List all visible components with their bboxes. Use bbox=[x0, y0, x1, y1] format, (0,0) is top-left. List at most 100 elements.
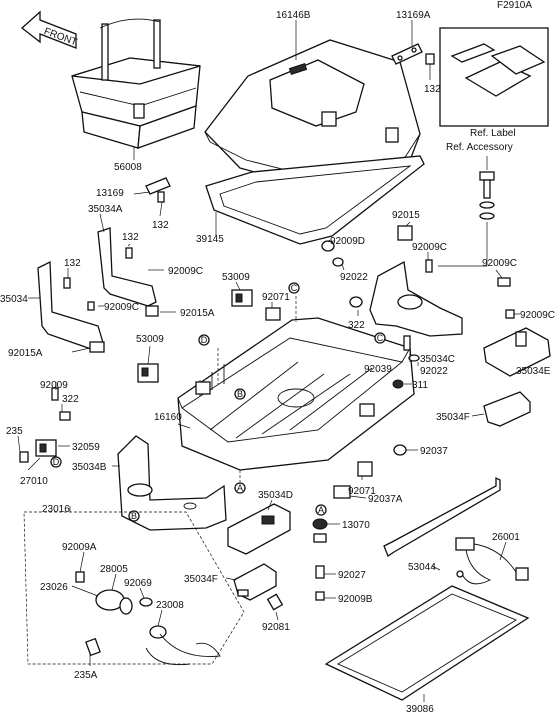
accessory-bolt bbox=[438, 156, 495, 267]
label-35034A: 35034A bbox=[88, 204, 123, 215]
callout-C-bracket: C bbox=[374, 332, 386, 344]
clip-92081 bbox=[266, 593, 284, 611]
label-322-b: 322 bbox=[62, 394, 79, 405]
grommet-92071-lower bbox=[357, 461, 373, 477]
label-23016: 23016 bbox=[42, 504, 70, 515]
label-35034F-b: 35034F bbox=[184, 574, 218, 585]
label-53009-b: 53009 bbox=[136, 334, 164, 345]
label-13070: 13070 bbox=[342, 520, 370, 531]
label-92071-b: 92071 bbox=[348, 486, 376, 497]
label-311: 311 bbox=[412, 380, 428, 391]
collar-92037 bbox=[393, 444, 407, 456]
bracket-35034C bbox=[369, 225, 515, 351]
label-23008: 23008 bbox=[156, 600, 184, 611]
label-92009C-e: 92009C bbox=[520, 310, 555, 321]
washer-92022-b bbox=[408, 354, 420, 362]
label-53044: 53044 bbox=[408, 562, 436, 573]
label-13169A: 13169A bbox=[396, 10, 431, 21]
svg-text:C: C bbox=[377, 333, 384, 343]
svg-text:D: D bbox=[53, 457, 60, 467]
label-92015A-a: 92015A bbox=[180, 308, 215, 319]
lamp-assembly-23016 bbox=[75, 571, 221, 666]
latch-53009-upper bbox=[231, 289, 253, 307]
label-92039: 92039 bbox=[364, 364, 392, 375]
svg-text:B: B bbox=[237, 389, 243, 399]
label-92069: 92069 bbox=[124, 578, 152, 589]
bracket-35034 bbox=[37, 260, 159, 353]
hinge-13169 bbox=[145, 177, 171, 203]
rail-53044 bbox=[383, 476, 501, 557]
label-16160: 16160 bbox=[154, 412, 182, 423]
nut-311 bbox=[392, 379, 404, 389]
label-132-b: 132 bbox=[152, 220, 169, 231]
callout-D-left: D bbox=[50, 456, 62, 468]
callout-D-case: D bbox=[198, 334, 210, 346]
label-132-a: 132 bbox=[424, 84, 441, 95]
label-92009C-a: 92009C bbox=[168, 266, 203, 277]
gasket-39145 bbox=[205, 155, 425, 245]
label-322-a: 322 bbox=[348, 320, 365, 331]
label-92015: 92015 bbox=[392, 210, 420, 221]
wire-harness-26001 bbox=[455, 537, 529, 585]
label-53009-a: 53009 bbox=[222, 272, 250, 283]
label-92037: 92037 bbox=[420, 446, 448, 457]
svg-text:C: C bbox=[291, 283, 298, 293]
front-arrow: FRONT bbox=[20, 10, 78, 49]
callout-C-case: C bbox=[288, 282, 300, 294]
label-132-c: 132 bbox=[122, 232, 139, 243]
label-92022-b: 92022 bbox=[420, 366, 448, 377]
label-132-d: 132 bbox=[64, 258, 81, 269]
label-16146B: 16146B bbox=[276, 10, 311, 21]
label-35034D: 35034D bbox=[258, 490, 293, 501]
washer-92022 bbox=[332, 257, 344, 267]
top-case-lid-16146B bbox=[204, 39, 421, 191]
figure-code: F2910A bbox=[497, 0, 532, 11]
nut-322 bbox=[349, 296, 363, 308]
label-235A: 235A bbox=[74, 670, 98, 681]
ref-label-text: Ref. Label bbox=[470, 128, 516, 139]
label-92037A: 92037A bbox=[368, 494, 403, 505]
label-92022-a: 92022 bbox=[340, 272, 368, 283]
bolt-13070 bbox=[312, 518, 328, 601]
hinge-13169A bbox=[391, 43, 435, 65]
label-92009C-c: 92009C bbox=[412, 242, 447, 253]
label-92009C-b: 92009C bbox=[104, 302, 139, 313]
bracket-35034B bbox=[117, 435, 227, 531]
ref-accessory-text: Ref. Accessory bbox=[446, 142, 513, 153]
latch-32059 bbox=[19, 387, 71, 463]
collar-92037A bbox=[333, 485, 351, 499]
label-35034F-a: 35034F bbox=[436, 412, 470, 423]
label-92081: 92081 bbox=[262, 622, 290, 633]
callout-B-bracket: B bbox=[128, 510, 140, 522]
label-92009B: 92009B bbox=[338, 594, 373, 605]
bracket-35034A bbox=[97, 227, 157, 307]
leader-lines bbox=[17, 20, 520, 702]
label-35034E: 35034E bbox=[516, 366, 551, 377]
callout-A-upper: A bbox=[234, 482, 246, 494]
label-27010: 27010 bbox=[20, 476, 48, 487]
bracket-35034F-right bbox=[483, 391, 531, 427]
label-26001: 26001 bbox=[492, 532, 520, 543]
svg-text:A: A bbox=[237, 483, 243, 493]
bracket-35034F-lower bbox=[233, 563, 277, 601]
svg-text:A: A bbox=[318, 505, 324, 515]
part-labels: 56008 16146B 13169A 132 13169 132 39145 … bbox=[0, 10, 555, 715]
collar-92009D bbox=[321, 240, 335, 252]
small-trunk-56008 bbox=[71, 18, 201, 149]
label-92009: 92009 bbox=[40, 380, 68, 391]
label-35034: 35034 bbox=[0, 294, 28, 305]
callout-B-case: B bbox=[234, 388, 246, 400]
label-23026: 23026 bbox=[40, 582, 68, 593]
label-35034B: 35034B bbox=[72, 462, 107, 473]
main-case-16160 bbox=[177, 296, 415, 482]
label-13169: 13169 bbox=[96, 188, 124, 199]
latch-53009-lower bbox=[137, 363, 159, 383]
ref-label-box bbox=[439, 27, 549, 127]
mat-39086-border bbox=[337, 593, 517, 693]
grommet-92071-upper bbox=[265, 307, 281, 321]
label-92015A-b: 92015A bbox=[8, 348, 43, 359]
label-35034C: 35034C bbox=[420, 354, 455, 365]
bracket-35034E bbox=[483, 327, 551, 377]
